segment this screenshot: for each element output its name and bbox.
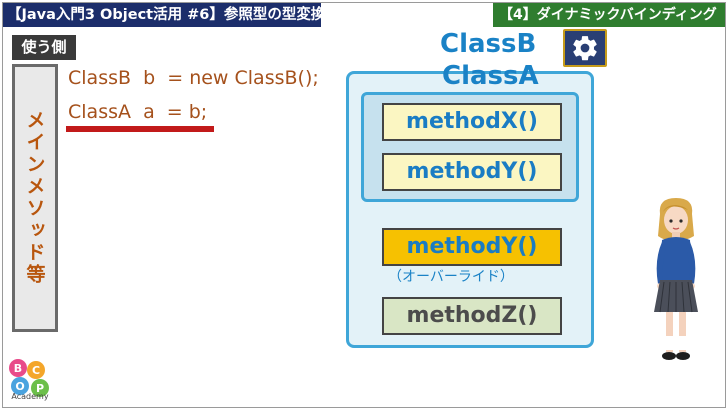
method-y-inherited: methodY() [382,153,562,191]
logo-letter-o: O [15,380,24,393]
caller-tag: 使う側 [12,35,76,60]
logo-letter-c: C [32,364,40,377]
logo-letter-p: P [36,382,44,395]
code-underline [66,126,214,132]
method-z: methodZ() [382,297,562,335]
logo-text: Academy [11,392,49,401]
logo-letter-b: B [14,362,22,375]
method-y-override: methodY() [382,228,562,266]
lesson-title: 【Java入門3 Object活用 #6】参照型の型変換 [3,3,321,27]
method-x: methodX() [382,103,562,141]
caller-box: メインメソッド等 [12,64,58,332]
academy-logo: B C O P [9,359,49,397]
class-a-label: ClassA [442,61,539,91]
settings-button[interactable] [563,29,607,67]
gear-icon [573,36,597,61]
code-line-1: ClassB b = new ClassB(); [68,67,319,89]
override-note: （オーバーライド） [388,269,514,285]
code-line-2: ClassA a = b; [68,101,208,123]
presenter-character [654,198,698,360]
class-b-label: ClassB [440,29,537,59]
section-title: 【4】ダイナミックバインディング [493,3,725,27]
